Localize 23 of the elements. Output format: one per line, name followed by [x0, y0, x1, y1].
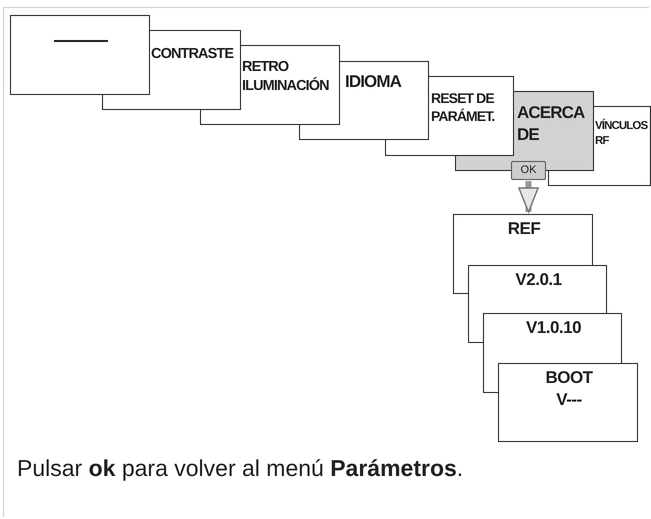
ok-button: OK — [511, 161, 546, 180]
instruction-text: Pulsar ok para volver al menú Parámetros. — [17, 455, 464, 482]
menu-screen-card — [340, 61, 429, 140]
menu-item-label: RESET DE PARÁMET. — [431, 89, 496, 126]
menu-screen-card — [10, 15, 150, 95]
menu-item-label: BOOT V--- — [544, 367, 594, 412]
menu-item-label: VÍNCULOS RF — [595, 119, 649, 149]
menu-item-label: V1.0.10 — [524, 317, 582, 339]
menu-screen-card — [241, 45, 340, 125]
menu-item-label: CONTRASTE — [151, 45, 234, 64]
down-arrow — [518, 181, 539, 213]
menu-item-label: V2.0.1 — [514, 269, 563, 291]
menu-item-label: RETRO ILUMINACIÓN — [242, 58, 330, 96]
menu-screen-card — [594, 106, 651, 186]
menu-screen-card — [468, 265, 607, 313]
menu-screen-card — [150, 30, 241, 110]
menu-item-label: IDIOMA — [345, 71, 402, 93]
menu-screen-card — [453, 214, 593, 265]
menu-item-label: ACERCA DE — [517, 102, 586, 146]
menu-screen-card — [429, 76, 514, 156]
menu-screen-card — [483, 313, 622, 363]
menu-screen-card — [498, 363, 638, 442]
menu-item-label: REF — [506, 218, 542, 240]
